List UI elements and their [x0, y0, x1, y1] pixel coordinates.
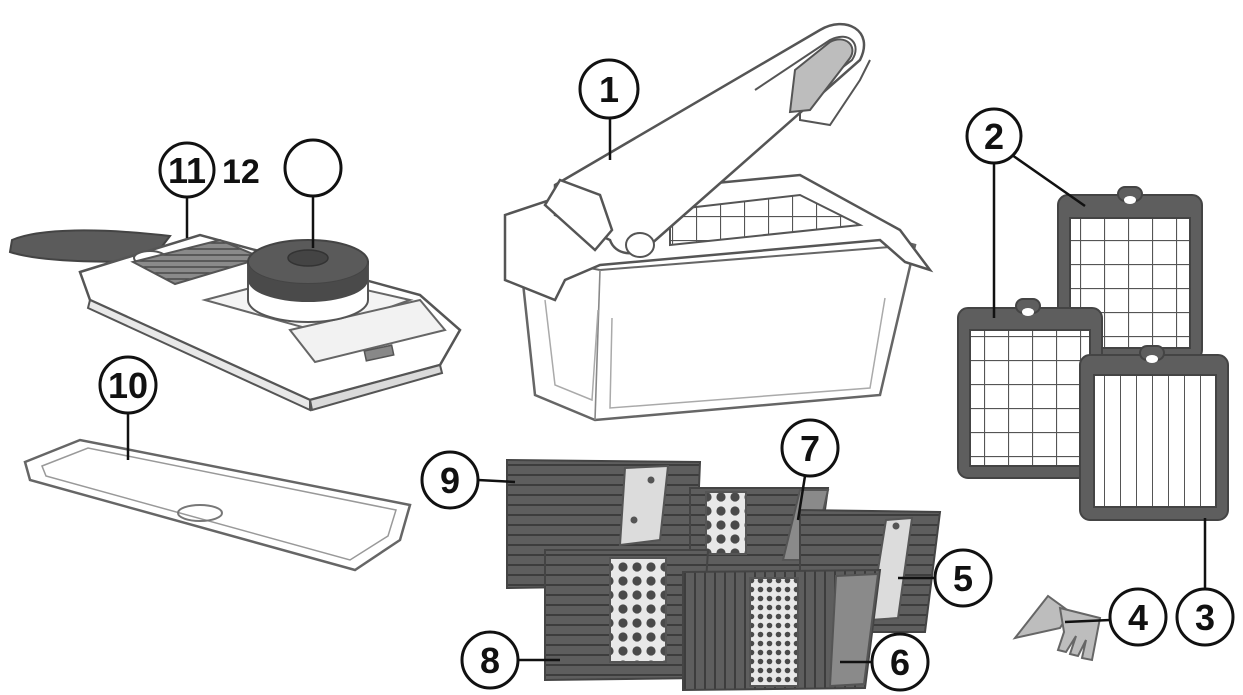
callout-8: 8 [460, 630, 520, 690]
leader-lines [126, 118, 1207, 664]
chopper-container [503, 22, 934, 422]
callout-7-label: 7 [800, 428, 820, 469]
callout-10-label: 10 [108, 365, 148, 406]
callout-2-label: 2 [984, 116, 1004, 157]
callout-11: 11 [158, 141, 216, 199]
callout-3-label: 3 [1195, 597, 1215, 638]
callout-12-label: 12 [222, 153, 260, 191]
callout-5: 5 [933, 548, 993, 608]
callout-6-label: 6 [890, 642, 910, 683]
strip-grid [1079, 345, 1229, 521]
callout-3: 3 [1175, 587, 1235, 647]
callout-9-label: 9 [440, 460, 460, 501]
callout-2: 2 [965, 107, 1023, 165]
callout-12: 12 [222, 153, 260, 191]
callout-6: 6 [870, 632, 930, 692]
dicing-grid-medium [957, 298, 1103, 479]
callout-4-label: 4 [1128, 597, 1148, 638]
callout-8-label: 8 [480, 640, 500, 681]
callout-5-label: 5 [953, 558, 973, 599]
callout-11-label: 11 [168, 150, 206, 191]
cleaning-comb [1012, 594, 1102, 662]
callout-9: 9 [420, 450, 480, 510]
callout-4: 4 [1108, 587, 1168, 647]
callout-7: 7 [780, 418, 840, 478]
blade-insert-6 [682, 568, 882, 692]
callout-empty [283, 138, 343, 198]
callout-1-label: 1 [599, 69, 619, 110]
callout-10: 10 [98, 355, 158, 415]
callout-1: 1 [578, 58, 640, 120]
mandoline-slicer [8, 229, 462, 412]
container-lid [23, 438, 412, 572]
blade-insert-8 [544, 549, 710, 682]
